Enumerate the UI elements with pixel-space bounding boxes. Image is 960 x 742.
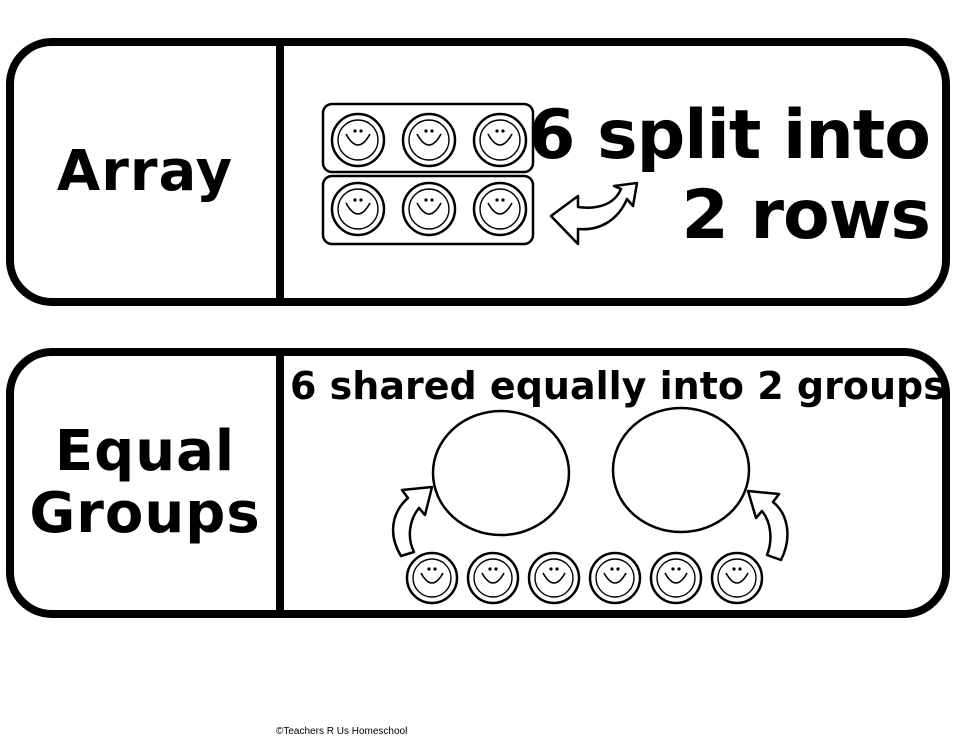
array-description-line-1: 6 split into [528,96,931,175]
equal-groups-term: Equal Groups [14,356,276,610]
equal-groups-description: 6 shared equally into 2 groups [290,364,946,408]
equal-groups-card: Equal Groups 6 shared equally into 2 gro… [6,348,950,618]
array-description: 6 split into 2 rows [528,96,931,256]
array-term-label: Array [56,139,234,204]
equal-groups-card-divider [276,356,284,610]
equal-groups-term-line-1: Equal [54,419,236,484]
copyright-footer: ©Teachers R Us Homeschool [276,726,408,737]
array-card: Array 6 split into 2 rows [6,38,950,306]
array-card-divider [276,46,284,298]
array-term: Array [14,46,276,298]
equal-groups-term-line-2: Groups [29,481,261,546]
array-description-line-2: 2 rows [681,176,931,255]
